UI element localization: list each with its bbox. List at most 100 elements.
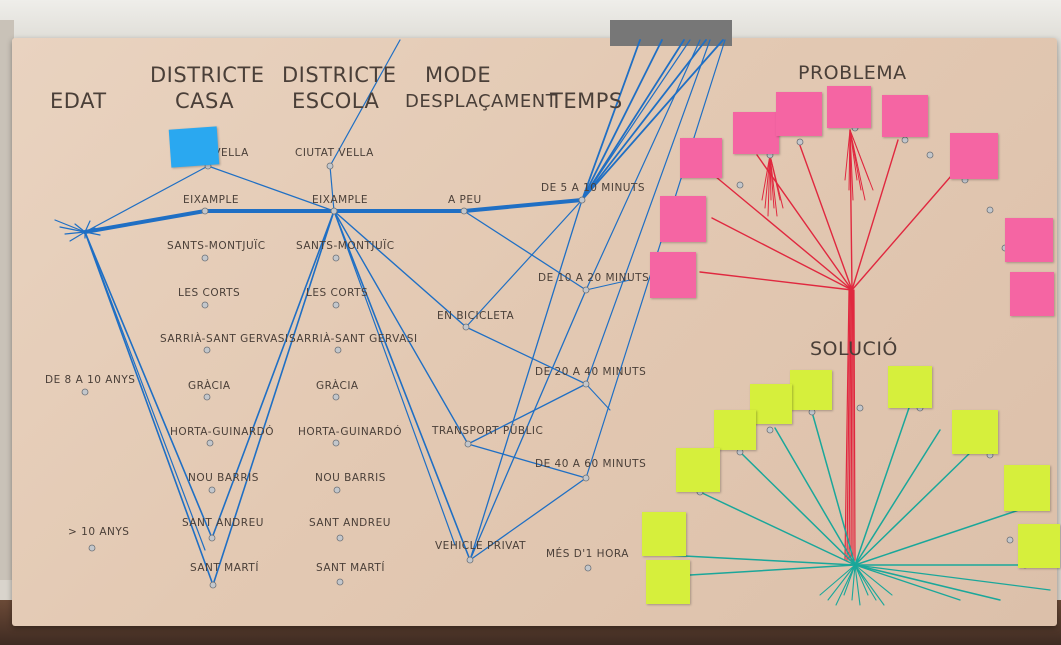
section-solucio: SOLUCIÓ: [810, 338, 898, 360]
escola-district-label: SANTS-MONTJUÏC: [296, 240, 395, 252]
pin: [582, 474, 590, 482]
teal-string-end: [827, 564, 856, 601]
pink-sticky-note: [1010, 272, 1054, 316]
teal-string: [689, 564, 856, 576]
red-string: [844, 289, 850, 561]
teal-string-end: [851, 564, 856, 601]
pink-sticky-note: [680, 138, 722, 178]
pin: [464, 440, 472, 448]
mode-label: EN BICICLETA: [437, 310, 515, 322]
red-string: [853, 289, 856, 561]
pin: [582, 286, 590, 294]
teal-string: [854, 404, 911, 566]
red-string: [711, 217, 853, 291]
pin: [856, 404, 864, 412]
lime-sticky-note: [952, 410, 998, 454]
pin: [203, 346, 211, 354]
lime-sticky-note: [642, 512, 686, 556]
string: [212, 210, 335, 586]
red-string: [699, 271, 853, 291]
teal-string: [774, 427, 856, 566]
red-string-end: [849, 129, 854, 201]
red-string-end: [767, 154, 771, 217]
casa-district-label: SANT MARTÍ: [190, 562, 259, 574]
string-end: [54, 219, 86, 233]
pin: [208, 486, 216, 494]
pin: [460, 207, 468, 215]
red-string-end: [764, 154, 771, 209]
teal-string: [811, 411, 856, 566]
string: [854, 564, 1051, 591]
string-bundle: [83, 209, 207, 234]
escola-district-label: SANT ANDREU: [309, 517, 391, 529]
string-end: [74, 223, 86, 233]
pin: [209, 581, 217, 589]
pin: [986, 206, 994, 214]
escola-district-label: NOU BARRIS: [315, 472, 386, 484]
string-end: [84, 231, 101, 236]
escola-district-label: CIUTAT VELLA: [295, 147, 374, 159]
blue-sticky-note: [168, 126, 220, 168]
lime-sticky-note: [888, 366, 932, 408]
header-districte-escola-line2: ESCOLA: [292, 89, 380, 113]
string: [585, 279, 631, 291]
string-end: [69, 231, 86, 242]
teal-string-end: [819, 564, 856, 596]
pin: [578, 196, 586, 204]
header-districte-casa-line1: DISTRICTE: [150, 63, 265, 87]
red-string: [846, 289, 851, 561]
pink-sticky-note: [650, 252, 696, 298]
pin: [332, 439, 340, 447]
pin: [901, 136, 909, 144]
pin: [334, 346, 342, 354]
pin: [582, 380, 590, 388]
casa-district-label: EIXAMPLE: [183, 194, 239, 206]
pink-sticky-note: [950, 133, 998, 179]
string-to-top: [581, 39, 641, 201]
escola-district-label: EIXAMPLE: [312, 194, 368, 206]
section-problema: PROBLEMA: [798, 62, 907, 84]
teal-string-end: [854, 564, 893, 596]
temps-label: DE 5 A 10 MINUTS: [541, 182, 646, 194]
teal-string: [854, 507, 1026, 566]
lime-sticky-note: [646, 560, 690, 604]
pin: [201, 301, 209, 309]
pink-sticky-note: [660, 196, 706, 242]
casa-district-label: SANTS-MONTJUÏC: [167, 240, 266, 252]
casa-district-label: SANT ANDREU: [182, 517, 264, 529]
string: [84, 165, 209, 233]
red-string: [697, 161, 853, 291]
red-string-end: [761, 154, 771, 201]
string-bundle: [462, 198, 584, 213]
teal-string: [664, 554, 856, 566]
string: [329, 165, 335, 212]
teal-string-end: [854, 564, 885, 606]
pink-sticky-note: [733, 112, 779, 154]
pin: [201, 207, 209, 215]
pin: [203, 393, 211, 401]
casa-district-label: GRÀCIA: [188, 380, 231, 392]
pin: [584, 564, 592, 572]
red-string-end: [844, 129, 851, 181]
string: [854, 564, 961, 601]
temps-label: DE 20 A 40 MINUTS: [535, 366, 647, 378]
red-string-end: [849, 129, 866, 201]
string-end: [79, 230, 86, 233]
string: [207, 165, 335, 212]
header-mode-line1: MODE: [425, 63, 492, 87]
string: [329, 39, 401, 167]
pin: [208, 534, 216, 542]
pin: [332, 301, 340, 309]
teal-string: [739, 451, 856, 566]
string-to-top: [581, 39, 707, 201]
teal-string-end: [843, 564, 856, 596]
escola-district-label: SANT MARTÍ: [316, 562, 385, 574]
string: [211, 210, 335, 539]
pin: [462, 323, 470, 331]
mode-label: VEHICLE PRIVAT: [435, 540, 526, 552]
teal-string-end: [835, 564, 856, 606]
red-string: [851, 159, 966, 291]
teal-string: [854, 564, 1001, 601]
